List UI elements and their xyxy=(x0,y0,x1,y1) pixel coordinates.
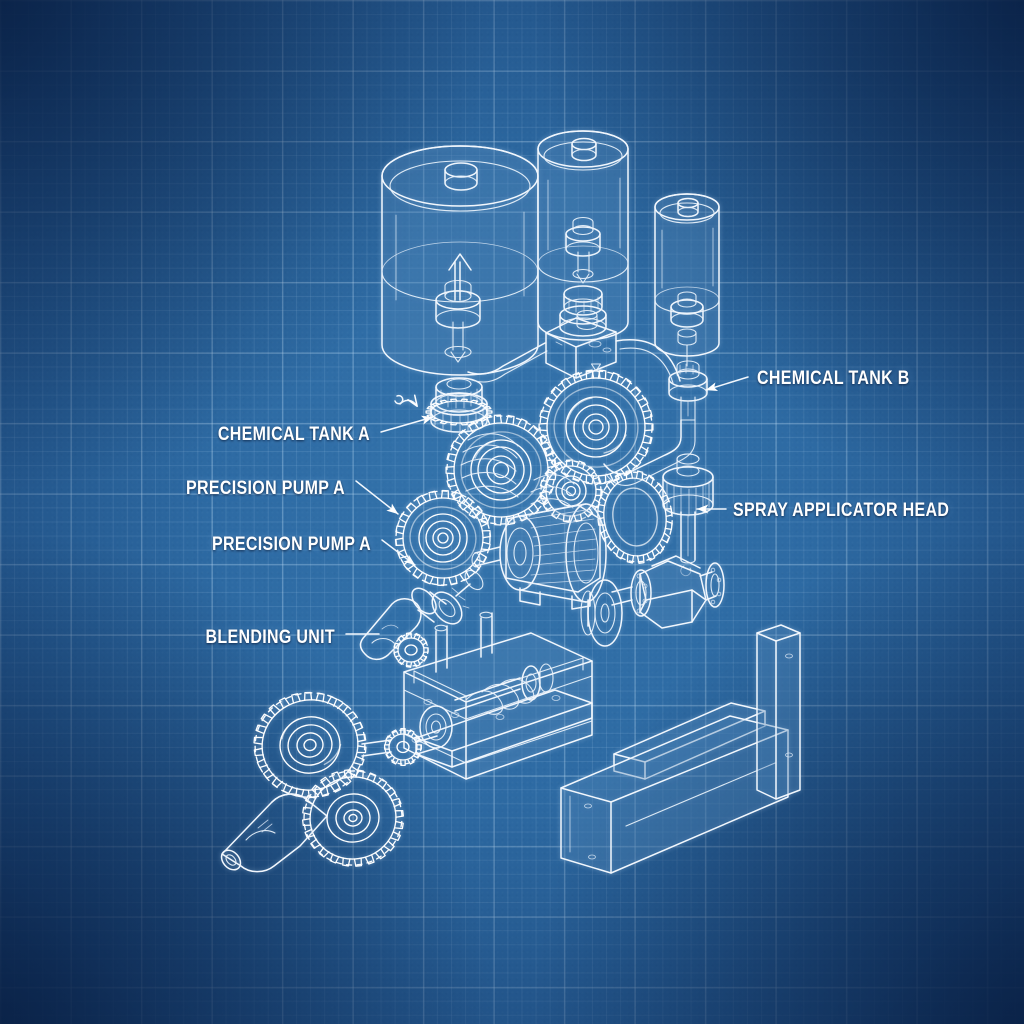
component-rotary-pump xyxy=(580,555,725,647)
component-tank-small xyxy=(654,193,720,357)
component-inline-valve xyxy=(668,360,708,421)
label-precision-pump-a-lower: PRECISION PUMP A xyxy=(212,533,371,555)
gear-teeth xyxy=(253,369,673,867)
component-output-gears xyxy=(220,692,438,873)
exploded-arrows xyxy=(394,394,418,407)
leader-precision-pump-a-upper xyxy=(355,480,399,515)
component-gear-upper-right xyxy=(539,363,653,484)
label-chemical-tank-b: CHEMICAL TANK B xyxy=(757,367,910,389)
component-pinion-top xyxy=(430,392,488,424)
component-tank-large xyxy=(381,145,539,433)
component-tank-medium xyxy=(537,130,629,341)
component-drive-motor xyxy=(471,503,607,610)
component-blend-nozzle xyxy=(359,569,484,661)
leader-chemical-tank-b xyxy=(705,376,749,391)
label-spray-applicator-head: SPRAY APPLICATOR HEAD xyxy=(733,499,950,521)
component-blending-unit xyxy=(403,611,593,780)
component-helical-gear xyxy=(460,433,575,509)
label-precision-pump-a-upper: PRECISION PUMP A xyxy=(186,477,345,499)
component-gear-left-mid xyxy=(395,490,491,586)
label-chemical-tank-a: CHEMICAL TANK A xyxy=(217,423,370,445)
leader-chemical-tank-a xyxy=(380,415,434,433)
label-blending-unit: BLENDING UNIT xyxy=(205,626,335,648)
component-gear-middle-left xyxy=(446,415,556,525)
component-rail-frame xyxy=(415,624,801,874)
